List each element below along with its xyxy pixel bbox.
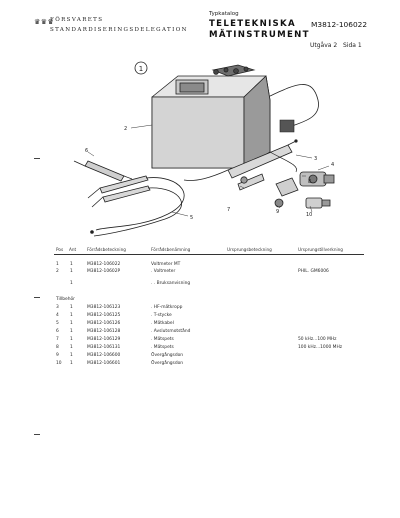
row-name: . . Bruksanvisning	[151, 281, 191, 286]
row-code: M3812-106125	[87, 313, 121, 318]
row-pos: 8	[56, 345, 59, 350]
row-name: . Avslutsmotstånd	[151, 329, 191, 334]
row-code: M3812-10602P	[87, 269, 121, 274]
row-name: . T-stycke	[151, 313, 172, 318]
edition-label: Utgåva 2	[310, 42, 338, 49]
row-pos: 1	[56, 262, 59, 267]
row-ant: 1	[70, 361, 73, 366]
table-header-rule	[54, 254, 364, 255]
row-ant: 1	[70, 269, 73, 274]
row-ant: 1	[70, 353, 73, 358]
callout-5: 5	[190, 215, 193, 221]
row-ant: 1	[70, 345, 73, 350]
row-name: . HF-mätkropp	[151, 305, 183, 310]
hf-probe	[183, 139, 298, 181]
col-header-name: Förrådsbenämning	[151, 247, 191, 252]
row-ant: 1	[70, 281, 73, 286]
callout-7: 7	[227, 207, 230, 213]
figure-number-text: 1	[139, 65, 143, 73]
adapter-connector	[274, 177, 299, 208]
col-header-orig: Ursprungsbeteckning	[227, 247, 272, 252]
col-header-maker: Ursprungstillverkning	[298, 247, 343, 252]
org-name-line1: FÖRSVARETS	[50, 17, 104, 23]
measuring-tip	[237, 173, 265, 191]
row-pos: 9	[56, 353, 59, 358]
row-maker: PHIL. GM6006	[298, 269, 329, 274]
catalog-label: Typkatalog	[209, 11, 239, 17]
row-name: Övergångsdon	[151, 361, 184, 366]
row-name: . Mätspets	[151, 337, 174, 342]
row-code: M3812-106600	[87, 353, 121, 358]
row-name: Voltmeter MT	[151, 262, 181, 267]
row-name: . Mätkabel	[151, 321, 174, 326]
logo-crowns: ♛♛♛	[34, 18, 55, 26]
row-name: Övergångsdon	[151, 353, 184, 358]
callout-2: 2	[124, 126, 127, 132]
row-ant: 1	[70, 262, 73, 267]
row-maker: 50 kHz...100 MHz	[298, 337, 337, 342]
row-pos: 3	[56, 305, 59, 310]
leader-lines	[87, 124, 330, 217]
row-maker: 100 kHz...1000 MHz	[298, 345, 343, 350]
power-plug	[279, 119, 295, 133]
row-ant: 1	[70, 321, 73, 326]
row-code: M3812-106123	[87, 305, 121, 310]
test-probe-small	[73, 160, 133, 182]
voltmeter-body	[151, 64, 271, 169]
margin-mark	[34, 434, 40, 435]
margin-mark	[34, 297, 40, 298]
probe-lead	[269, 151, 297, 173]
row-name: . Mätspets	[151, 345, 174, 350]
callout-10: 10	[306, 212, 312, 218]
page-label: Sida 1	[343, 42, 362, 49]
row-pos: 10	[56, 361, 62, 366]
row-code: M3812-106131	[87, 345, 121, 350]
row-pos: 2	[56, 269, 59, 274]
row-ant: 1	[70, 337, 73, 342]
row-pos: 6	[56, 329, 59, 334]
row-code: M3812-106601	[87, 361, 121, 366]
callout-4: 4	[331, 162, 334, 168]
figure-number-circle	[134, 61, 148, 75]
document-title-line2: MÄTINSTRUMENT	[209, 30, 310, 40]
row-code: M3812-106022	[87, 262, 121, 267]
document-title-line1: TELETEKNISKA	[209, 19, 296, 29]
instrument-drawing: 1	[73, 61, 335, 237]
col-header-pos: Pos	[56, 247, 64, 252]
row-ant: 1	[70, 305, 73, 310]
terminator-connector	[305, 197, 331, 209]
document-number: M3812-106022	[311, 20, 368, 29]
section-label-accessories: Tillbehör	[56, 297, 75, 302]
row-pos: 5	[56, 321, 59, 326]
row-ant: 1	[70, 313, 73, 318]
org-name-line2: STANDARDISERINGSDELEGATION	[50, 27, 188, 33]
col-header-ant: Ant	[69, 247, 77, 252]
row-ant: 1	[70, 329, 73, 334]
measuring-leads	[87, 175, 185, 237]
col-header-code: Förrådsbeteckning	[87, 247, 126, 252]
t-piece	[299, 171, 335, 187]
callout-6: 6	[85, 148, 88, 154]
row-name: . Voltmeter	[151, 269, 176, 274]
callout-3: 3	[314, 156, 317, 162]
margin-mark	[34, 158, 40, 159]
row-pos: 7	[56, 337, 59, 342]
row-code: M3812-106128	[87, 329, 121, 334]
callout-9: 9	[276, 209, 279, 215]
callout-8: 8	[308, 179, 311, 185]
power-cable	[269, 84, 319, 127]
row-pos: 4	[56, 313, 59, 318]
row-code: M3812-106129	[87, 337, 121, 342]
row-code: M3812-106126	[87, 321, 121, 326]
